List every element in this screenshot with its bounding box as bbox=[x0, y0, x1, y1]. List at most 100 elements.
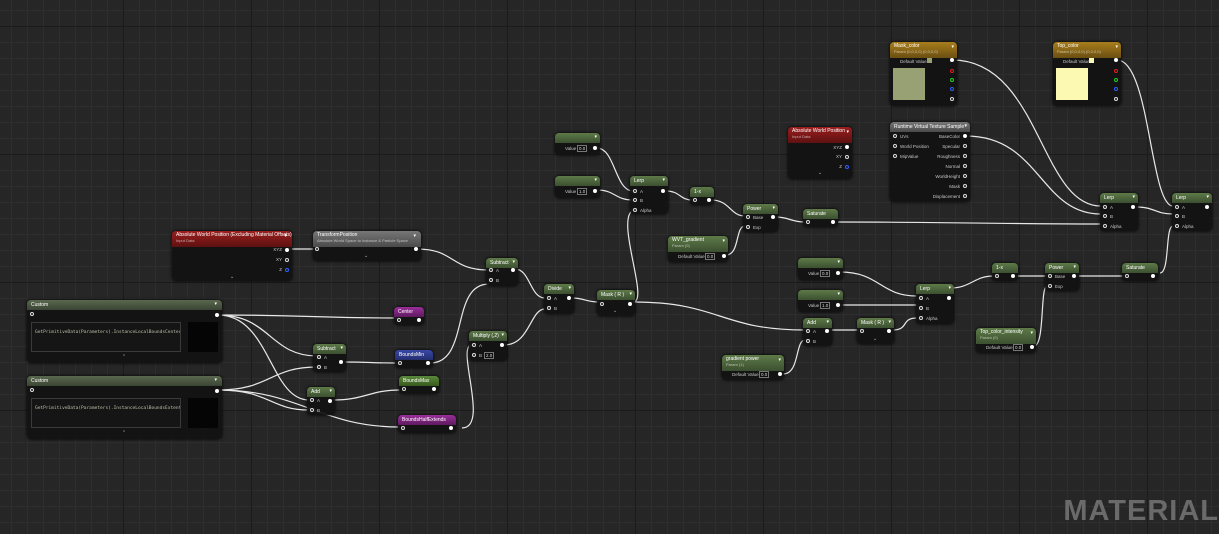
value-field[interactable]: 1.0 bbox=[820, 302, 831, 309]
output-pin-b[interactable] bbox=[1114, 87, 1118, 91]
collapse-arrow-icon[interactable]: ▾ bbox=[629, 291, 632, 297]
value-field[interactable]: 0.0 bbox=[759, 371, 770, 378]
subtract-node[interactable]: Subtract ▾ A B bbox=[313, 344, 346, 372]
input-pin[interactable] bbox=[398, 361, 402, 365]
output-pin[interactable] bbox=[339, 360, 343, 364]
input-pin[interactable] bbox=[315, 247, 319, 251]
output-pin-specular[interactable] bbox=[963, 144, 967, 148]
input-pin-b[interactable] bbox=[806, 339, 810, 343]
expand-arrow-icon[interactable]: ⌄ bbox=[364, 253, 369, 259]
output-pin[interactable] bbox=[825, 329, 829, 333]
output-pin[interactable] bbox=[661, 189, 665, 193]
component-mask-node[interactable]: Mask ( R ) ▾ ⌄ bbox=[597, 290, 635, 316]
subtract-node[interactable]: Subtract ▾ A B bbox=[486, 258, 518, 286]
output-pin[interactable] bbox=[628, 302, 632, 306]
output-pin[interactable] bbox=[215, 313, 219, 317]
collapse-arrow-icon[interactable]: ▾ bbox=[1115, 44, 1118, 50]
collapse-arrow-icon[interactable]: ▾ bbox=[594, 134, 597, 140]
power-node[interactable]: Power ▾ Base Exp bbox=[1045, 263, 1079, 291]
input-pin-a[interactable] bbox=[489, 268, 493, 272]
value-field[interactable]: 0.0 bbox=[705, 253, 716, 260]
output-pin[interactable] bbox=[836, 271, 840, 275]
bounds-half-extends-reroute-node[interactable]: BoundsHalfExtends bbox=[398, 415, 456, 433]
input-pin[interactable] bbox=[995, 274, 999, 278]
abs-world-pos-excl-node[interactable]: Absolute World Position (Excluding Mater… bbox=[172, 231, 292, 281]
lerp-node[interactable]: Lerp ▾ A B Alpha bbox=[1172, 193, 1212, 231]
runtime-virtual-texture-sample-node[interactable]: Runtime Virtual Texture Sample ▾ UVs Wor… bbox=[890, 122, 970, 202]
output-pin[interactable] bbox=[328, 399, 332, 403]
value-field[interactable]: 0.0 bbox=[577, 145, 588, 152]
input-pin-exp[interactable] bbox=[1048, 284, 1052, 288]
input-pin[interactable] bbox=[397, 318, 401, 322]
output-pin-a[interactable] bbox=[1114, 97, 1118, 101]
input-pin-base[interactable] bbox=[1048, 274, 1052, 278]
input-pin-alpha[interactable] bbox=[1175, 224, 1179, 228]
input-pin[interactable] bbox=[30, 312, 34, 316]
output-pin[interactable] bbox=[771, 215, 775, 219]
output-pin-roughness[interactable] bbox=[963, 154, 967, 158]
default-value-swatch[interactable] bbox=[927, 58, 932, 63]
output-pin-rgb[interactable] bbox=[950, 58, 954, 62]
lerp-node[interactable]: Lerp ▾ A B Alpha bbox=[1100, 193, 1138, 231]
output-pin-a[interactable] bbox=[950, 97, 954, 101]
output-pin[interactable] bbox=[1205, 205, 1209, 209]
input-pin-b[interactable] bbox=[310, 408, 314, 412]
collapse-arrow-icon[interactable]: ▾ bbox=[1206, 194, 1209, 200]
output-pin[interactable] bbox=[1131, 205, 1135, 209]
output-pin[interactable] bbox=[215, 389, 219, 393]
input-pin-b[interactable] bbox=[1175, 214, 1179, 218]
input-pin[interactable] bbox=[402, 387, 406, 391]
input-pin-a[interactable] bbox=[1103, 205, 1107, 209]
default-value-swatch[interactable] bbox=[1089, 58, 1094, 63]
output-pin[interactable] bbox=[449, 426, 453, 430]
output-pin-b[interactable] bbox=[950, 87, 954, 91]
collapse-arrow-icon[interactable]: ▾ bbox=[888, 319, 891, 325]
scalar-parameter-node[interactable]: ▾ Value 0.0 bbox=[555, 133, 600, 155]
input-pin-b[interactable] bbox=[472, 353, 476, 357]
output-pin[interactable] bbox=[845, 165, 849, 169]
input-pin-alpha[interactable] bbox=[1103, 224, 1107, 228]
output-pin[interactable] bbox=[285, 258, 289, 262]
center-reroute-node[interactable]: Center bbox=[394, 307, 424, 325]
input-pin-alpha[interactable] bbox=[919, 316, 923, 320]
collapse-arrow-icon[interactable]: ▾ bbox=[1030, 330, 1033, 336]
output-pin-rgb[interactable] bbox=[1114, 58, 1118, 62]
input-pin-uvs[interactable] bbox=[893, 134, 897, 138]
input-pin-b[interactable] bbox=[1103, 214, 1107, 218]
collapse-arrow-icon[interactable]: ▾ bbox=[951, 44, 954, 50]
one-minus-node[interactable]: 1-x bbox=[690, 187, 714, 205]
output-pin-basecolor[interactable] bbox=[963, 134, 967, 138]
input-pin-base[interactable] bbox=[746, 215, 750, 219]
input-pin-b[interactable] bbox=[633, 198, 637, 202]
input-pin[interactable] bbox=[401, 426, 405, 430]
output-pin-world-height[interactable] bbox=[963, 174, 967, 178]
collapse-arrow-icon[interactable]: ▾ bbox=[948, 285, 951, 291]
collapse-arrow-icon[interactable]: ▾ bbox=[512, 259, 515, 265]
b-value-field[interactable]: 2.0 bbox=[484, 352, 495, 359]
output-pin[interactable] bbox=[500, 343, 504, 347]
lerp-node[interactable]: Lerp ▾ A B Alpha bbox=[916, 284, 954, 324]
custom-node-bounds-extent[interactable]: Custom ▾ GetPrimitiveData(Parameters).In… bbox=[27, 376, 222, 439]
input-pin[interactable] bbox=[1125, 274, 1129, 278]
value-field[interactable]: 1.0 bbox=[577, 188, 588, 195]
input-pin[interactable] bbox=[30, 388, 34, 392]
collapse-arrow-icon[interactable]: ▾ bbox=[1073, 264, 1076, 270]
input-pin-b[interactable] bbox=[919, 306, 923, 310]
output-pin[interactable] bbox=[1151, 274, 1155, 278]
bounds-min-reroute-node[interactable]: BoundsMin bbox=[395, 350, 433, 368]
input-pin[interactable] bbox=[860, 329, 864, 333]
output-pin[interactable] bbox=[707, 198, 711, 202]
output-pin-r[interactable] bbox=[1114, 69, 1118, 73]
collapse-arrow-icon[interactable]: ▾ bbox=[284, 233, 287, 239]
output-pin-mask[interactable] bbox=[963, 184, 967, 188]
scalar-parameter-node[interactable]: ▾ Value 0.0 bbox=[798, 258, 843, 280]
input-pin-b[interactable] bbox=[489, 278, 493, 282]
collapse-arrow-icon[interactable]: ▾ bbox=[214, 377, 217, 383]
component-mask-node[interactable]: Mask ( R ) ▾ ⌄ bbox=[857, 318, 894, 344]
expand-arrow-icon[interactable]: ⌃ bbox=[122, 430, 127, 436]
